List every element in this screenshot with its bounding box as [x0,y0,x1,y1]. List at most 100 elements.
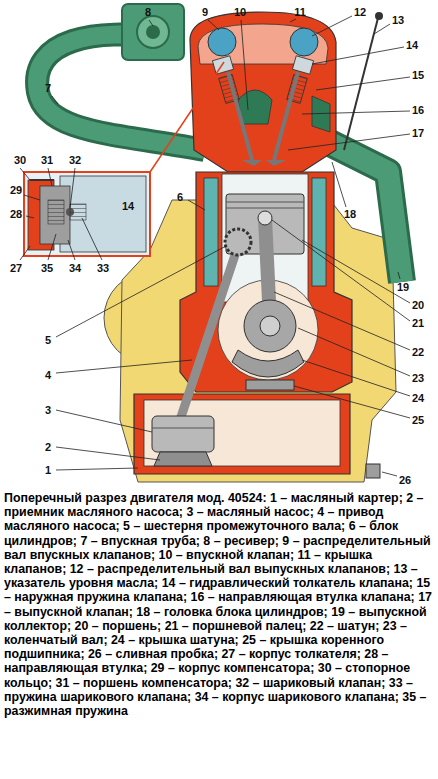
callout-number: 23 [412,372,424,384]
piston-crank-part [226,208,304,209]
leader-lines-part [241,20,248,110]
callout-number: 9 [202,6,208,18]
oil-pump-part [225,229,251,255]
oil-pump-part [152,416,214,452]
callout-number: 16 [412,104,424,116]
cylinder-head-part [290,28,318,56]
leader-lines-part [332,162,346,207]
cylinder-block-part [204,178,218,286]
leader-lines-part [398,272,400,279]
callout-number: 7 [45,82,51,94]
leader-lines-part [382,472,397,476]
callout-number: 14 [122,200,134,212]
oil-pump-part [152,428,214,429]
leader-lines-part [70,168,75,208]
callout-number: 35 [41,262,53,274]
leader-lines-part [56,410,152,432]
oil-pan-part [134,394,350,474]
callout-number: 26 [399,474,411,486]
leader-lines-part [316,77,410,90]
inset-part [48,200,64,224]
leader-lines-part [48,234,56,260]
callout-number: 29 [10,184,22,196]
callout-number: 12 [354,6,366,18]
leader-lines [20,16,410,476]
callout-number: 18 [344,208,356,220]
callout-number: 22 [412,346,424,358]
cylinder-head-part [212,56,233,74]
cylinder-head-part [228,72,252,160]
callout-number: 11 [294,6,306,18]
callout-number: 31 [41,154,53,166]
cylinder-head-part [292,56,313,74]
leader-lines-part [294,386,410,418]
cylinder-head-part [198,24,328,64]
leader-lines-part [274,292,410,350]
cylinder-block [180,172,352,392]
leader-lines-part [26,216,34,218]
cylinder-head-part [238,90,272,124]
callout-number: 30 [14,154,26,166]
leader-lines-part [149,20,153,26]
callout-number: 21 [412,317,424,329]
cylinder-head-part [208,28,236,56]
inset-part [40,186,70,244]
callout-number: 19 [397,281,409,293]
callout-number: 28 [10,208,22,220]
leader-lines-part [312,47,404,64]
caption: Поперечный разрез двигателя мод. 40524: … [0,489,438,720]
leader-lines-part [312,16,352,36]
intake-pipe-part [146,25,160,39]
piston-crank-part [246,380,294,390]
inset-part [70,204,86,220]
callout-number: 8 [145,6,151,18]
leader-lines-part [20,168,30,180]
oil-pump-part [180,246,238,420]
callout-number: 32 [69,154,81,166]
cylinder-block-part [312,178,326,286]
leader-lines-part [208,20,219,30]
piston-crank [226,194,304,390]
callout-number: 24 [412,392,424,404]
cylinder-head-part [274,72,298,160]
leader-lines-part [302,360,410,396]
oil-pump [152,229,251,466]
callout-number: 13 [392,14,404,26]
leader-lines-part [24,195,40,200]
oil-pan-part [144,400,340,466]
piston-crank-part [244,300,296,352]
callout-number: 6 [177,191,183,203]
callout-number: 17 [412,127,424,139]
cylinder-head-part [375,12,383,20]
leader-lines-part [48,168,52,186]
leader-lines-part [188,200,205,210]
exhaust-manifold-part [328,142,402,282]
leader-lines-part [52,96,58,104]
leader-lines-part [272,220,410,321]
piston-crank-part [232,350,304,377]
leader-lines-part [288,134,410,150]
piston-crank-part [226,202,304,203]
leader-lines-part [68,240,75,260]
leader-lines-part [298,328,410,376]
leader-lines-part [20,246,30,260]
leader-lines-part [56,360,192,373]
inset-part [150,62,224,172]
callout-number: 14 [406,39,418,51]
exhaust-manifold [328,142,402,282]
cylinder-block-part [180,172,352,392]
callout-number: 25 [412,414,424,426]
intake-pipe-part [137,16,169,48]
oil-pan [134,394,380,478]
leader-lines-part [82,218,102,260]
intake-pipe-part [122,4,184,60]
leader-lines-part [56,447,160,460]
piston-crank-part [260,316,280,336]
leader-lines-part [374,24,390,34]
callout-number: 2 [45,441,51,453]
inset [24,62,224,256]
oil-pan-part [366,464,380,478]
callout-number: 1 [45,464,51,476]
leader-lines-part [56,246,226,337]
piston-crank-part [258,211,272,225]
